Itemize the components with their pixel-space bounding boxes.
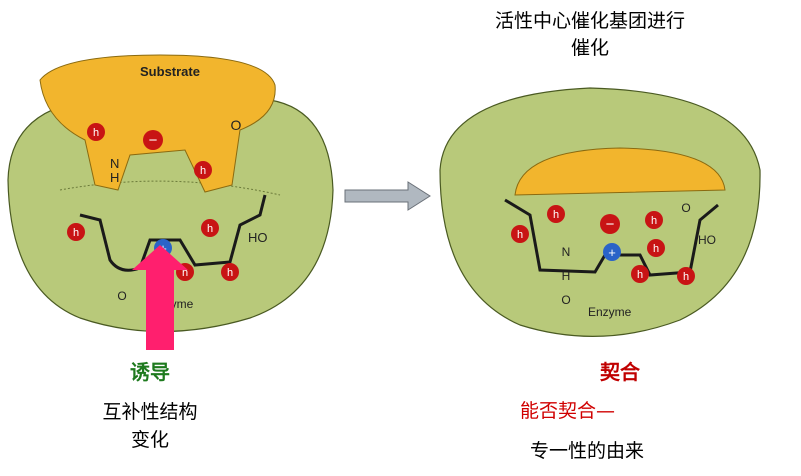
right-h-group-2: [547, 205, 565, 223]
right-h-group-3: [645, 211, 663, 229]
left-h-label-6: h: [227, 267, 233, 279]
left-h-label-4: h: [207, 223, 213, 235]
induce-caption: 诱导: [130, 360, 170, 384]
right-h-label-4: h: [653, 243, 659, 255]
transition-arrow: [344, 181, 431, 211]
right-substrate: [514, 147, 726, 196]
right-enzyme-label: Enzyme: [588, 305, 632, 319]
right-h-group-5: [631, 265, 649, 283]
fit-caption: 契合: [600, 360, 640, 384]
left-h-group-1: [87, 123, 105, 141]
complement-caption-line2: 变化: [130, 429, 169, 451]
complement-caption-line1: 互补性结构: [102, 401, 198, 423]
right-h-group-4: [647, 239, 665, 257]
induce-arrow: [132, 245, 188, 350]
catalysis-caption-line1: 活性中心催化基团进行: [494, 10, 685, 32]
catalysis-caption-line2: 催化: [570, 37, 609, 59]
left-h-group-3: [67, 223, 85, 241]
left-h-label-2: h: [200, 165, 206, 177]
right-minus-label: −: [606, 216, 615, 233]
left-h-label-1: h: [93, 127, 99, 139]
left-minus-group: [143, 130, 163, 150]
left-o-bottom-label: O: [117, 289, 126, 303]
right-h-label-2: h: [553, 209, 559, 221]
right-h-label-1: h: [517, 229, 523, 241]
right-h-label-6: h: [683, 271, 689, 283]
right-o-bottom-label: O: [561, 293, 570, 307]
specificity-origin-caption: 专一性的由来: [530, 440, 645, 462]
catalysis-caption: 活性中心催化基团进行 催化: [440, 8, 740, 62]
right-h-label-3: h: [651, 215, 657, 227]
left-o-label: O: [231, 117, 242, 133]
right-plus-group: [603, 243, 621, 261]
can-fit-caption: 能否契合—: [520, 400, 616, 422]
right-h-atom-label: H: [562, 269, 571, 283]
right-n-label: N: [562, 245, 571, 259]
right-h-group-1: [511, 225, 529, 243]
right-enzyme: h h − h + h h h O HO N H O Enzyme: [439, 87, 761, 337]
left-h-atom-label: H: [110, 170, 119, 185]
right-pocket-outline: [504, 198, 719, 277]
left-h-label-5: h: [182, 267, 188, 279]
left-enzyme: Substrate h − h O N H h h h h + HO O Enz…: [7, 54, 334, 333]
left-h-group-6: [221, 263, 239, 281]
left-ho-label: HO: [248, 230, 268, 245]
right-o-label: O: [681, 201, 690, 215]
left-h-group-4: [201, 219, 219, 237]
left-h-label-3: h: [73, 227, 79, 239]
right-enzyme-body: [439, 87, 761, 337]
right-minus-group: [600, 214, 620, 234]
right-ho-label: HO: [698, 233, 716, 247]
right-h-group-6: [677, 267, 695, 285]
right-plus-label: +: [608, 245, 616, 260]
complement-caption: 互补性结构 变化: [60, 398, 240, 454]
left-n-label: N: [110, 156, 119, 171]
left-minus-label: −: [149, 132, 158, 149]
right-h-label-5: h: [637, 269, 643, 281]
left-substrate: [39, 54, 276, 193]
left-h-group-2: [194, 161, 212, 179]
left-substrate-label: Substrate: [140, 64, 200, 79]
